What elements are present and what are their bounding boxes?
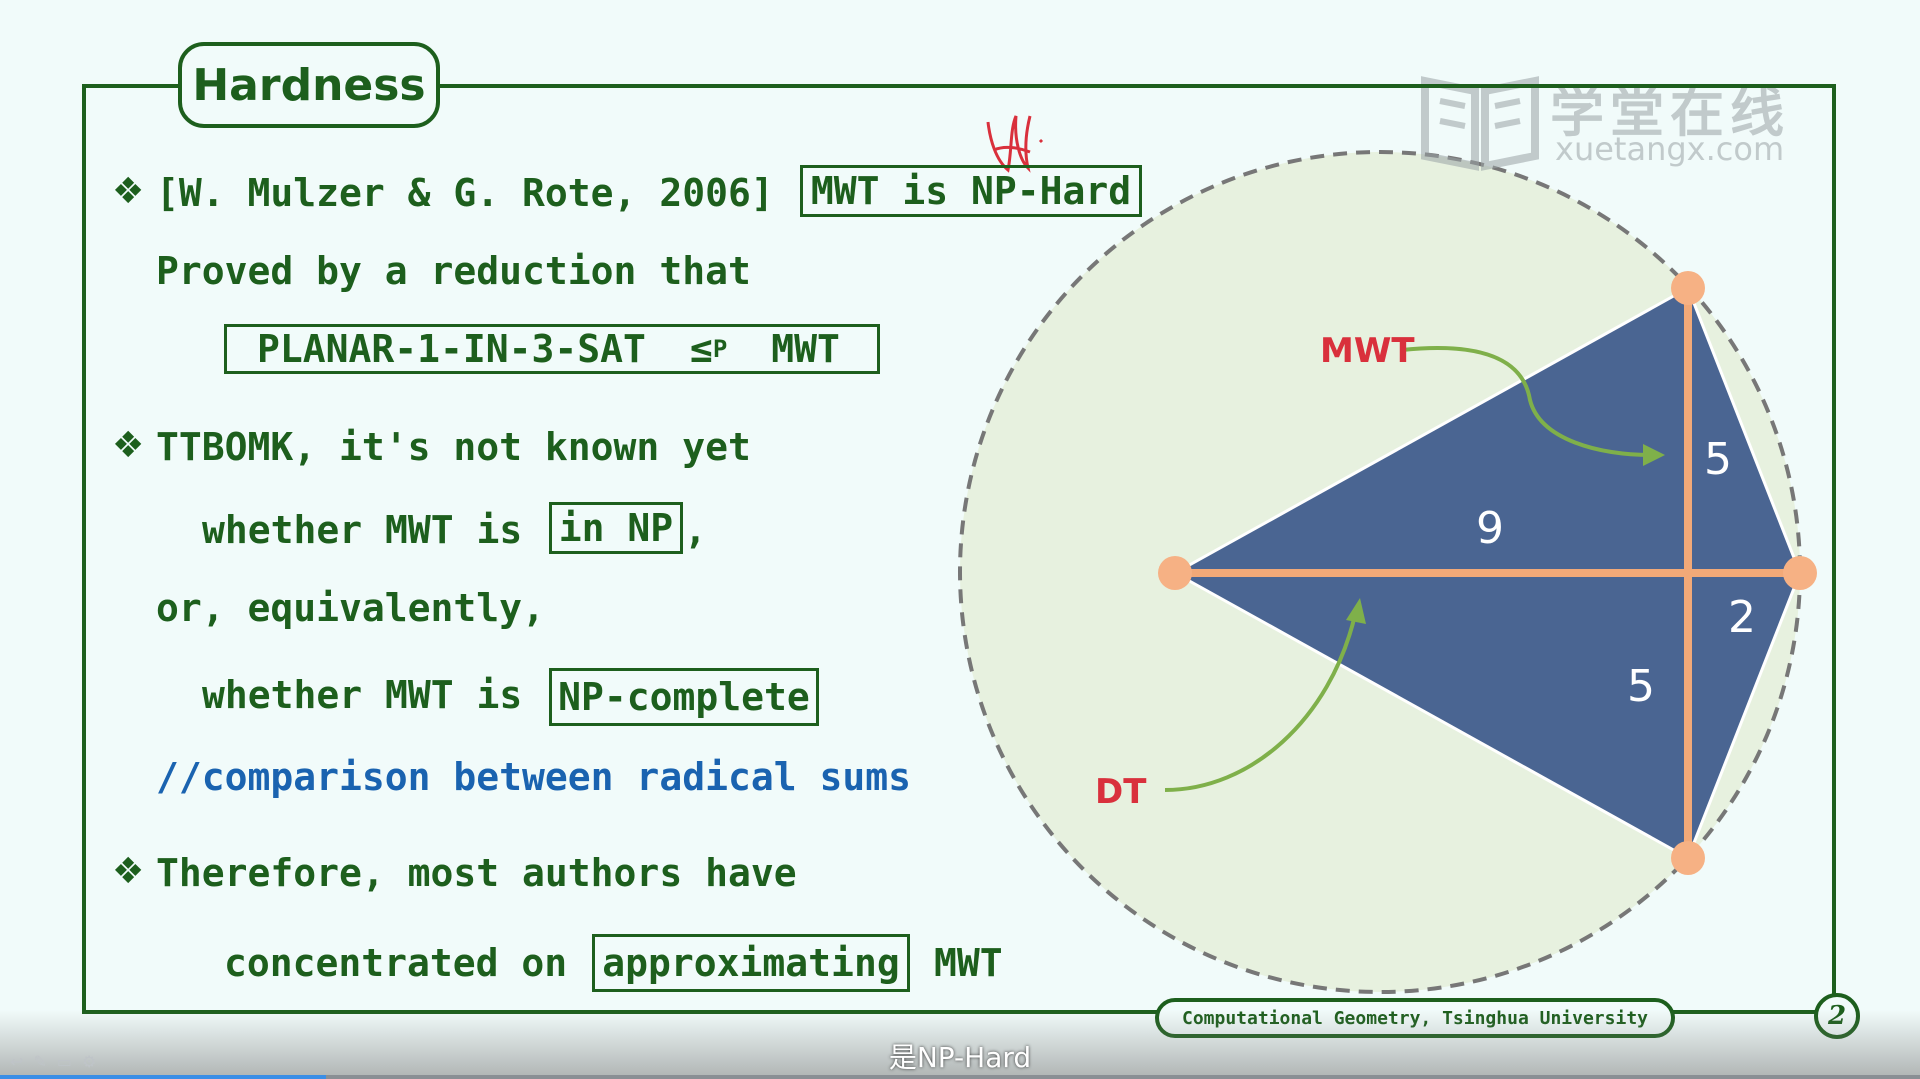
video-subtitle: 是NP-Hard <box>888 1041 1032 1074</box>
player-control-bar <box>0 1010 1920 1079</box>
reduction-box: PLANAR-1-IN-3-SAT ≤P MWT <box>224 324 880 374</box>
watermark-en: xuetangx.com <box>1555 130 1785 168</box>
screen-icon[interactable]: ▭ <box>56 1052 82 1071</box>
settings-icon[interactable]: ⚙ <box>81 1052 107 1071</box>
vertex-bottom <box>1671 841 1705 875</box>
reduction-subscript: P <box>712 335 728 363</box>
mwt-end-text: MWT <box>934 941 1003 985</box>
mwt-arrow <box>1401 346 1651 457</box>
dt-arrow <box>1164 614 1357 792</box>
or-equivalently-text: or, equivalently, <box>156 586 545 630</box>
concentrated-text: concentrated on <box>224 941 568 985</box>
xuetangx-watermark: 学堂在线 xuetangx.com <box>1420 66 1820 176</box>
in-np-box: in NP <box>549 502 683 554</box>
bullet-icon: ❖ <box>112 851 145 892</box>
bullet-icon: ❖ <box>112 171 145 212</box>
white-edge-lower <box>1174 571 1689 860</box>
np-hard-box: MWT is NP-Hard <box>800 165 1142 217</box>
ttbomk-text: TTBOMK, it's not known yet <box>156 425 751 469</box>
mwt-arrowhead <box>1643 444 1665 466</box>
whether-np-complete-text: whether MWT is <box>202 673 523 717</box>
dt-triangle-lower <box>1175 573 1800 858</box>
player-controls: ↩✎▭⚙ <box>10 1052 106 1071</box>
bullet-icon: ❖ <box>112 425 145 466</box>
mwt-triangle-upper <box>1175 288 1800 573</box>
dt-label: DT <box>1095 772 1147 812</box>
whether-in-np-text: whether MWT is <box>202 508 523 552</box>
vertex-right <box>1783 556 1817 590</box>
dt-arrowhead <box>1346 598 1366 624</box>
edge-label-5-bottom: 5 <box>1627 661 1655 712</box>
reduction-right: MWT <box>771 327 840 371</box>
therefore-text: Therefore, most authors have <box>156 851 797 895</box>
slide-title: Hardness <box>178 42 440 128</box>
citation-text: [W. Mulzer & G. Rote, 2006] <box>156 171 774 215</box>
vertex-top <box>1671 271 1705 305</box>
mwt-label: MWT <box>1320 331 1415 371</box>
comment-text: //comparison between radical sums <box>156 755 911 799</box>
proved-text: Proved by a reduction that <box>156 249 751 293</box>
edge-label-9: 9 <box>1476 503 1504 554</box>
vertex-left <box>1158 556 1192 590</box>
edge-label-2: 2 <box>1728 592 1756 643</box>
reduction-operator: ≤ <box>689 327 713 371</box>
white-edge-right-bottom <box>1686 572 1802 859</box>
edge-label-5-top: 5 <box>1704 434 1732 485</box>
comma-text: , <box>684 508 707 552</box>
watermark-cn: 学堂在线 <box>1550 81 1790 144</box>
np-complete-box: NP-complete <box>549 668 819 726</box>
handwritten-annotation <box>986 115 1044 173</box>
progress-fill <box>0 1075 327 1079</box>
reduction-left: PLANAR-1-IN-3-SAT <box>257 327 646 371</box>
white-edge-upper <box>1174 286 1689 575</box>
prev-icon[interactable]: ↩ <box>10 1052 34 1071</box>
approximating-box: approximating <box>592 934 910 992</box>
progress-track[interactable] <box>0 1075 1920 1079</box>
white-edge-right-top <box>1686 287 1802 574</box>
pen-icon[interactable]: ✎ <box>33 1052 57 1071</box>
